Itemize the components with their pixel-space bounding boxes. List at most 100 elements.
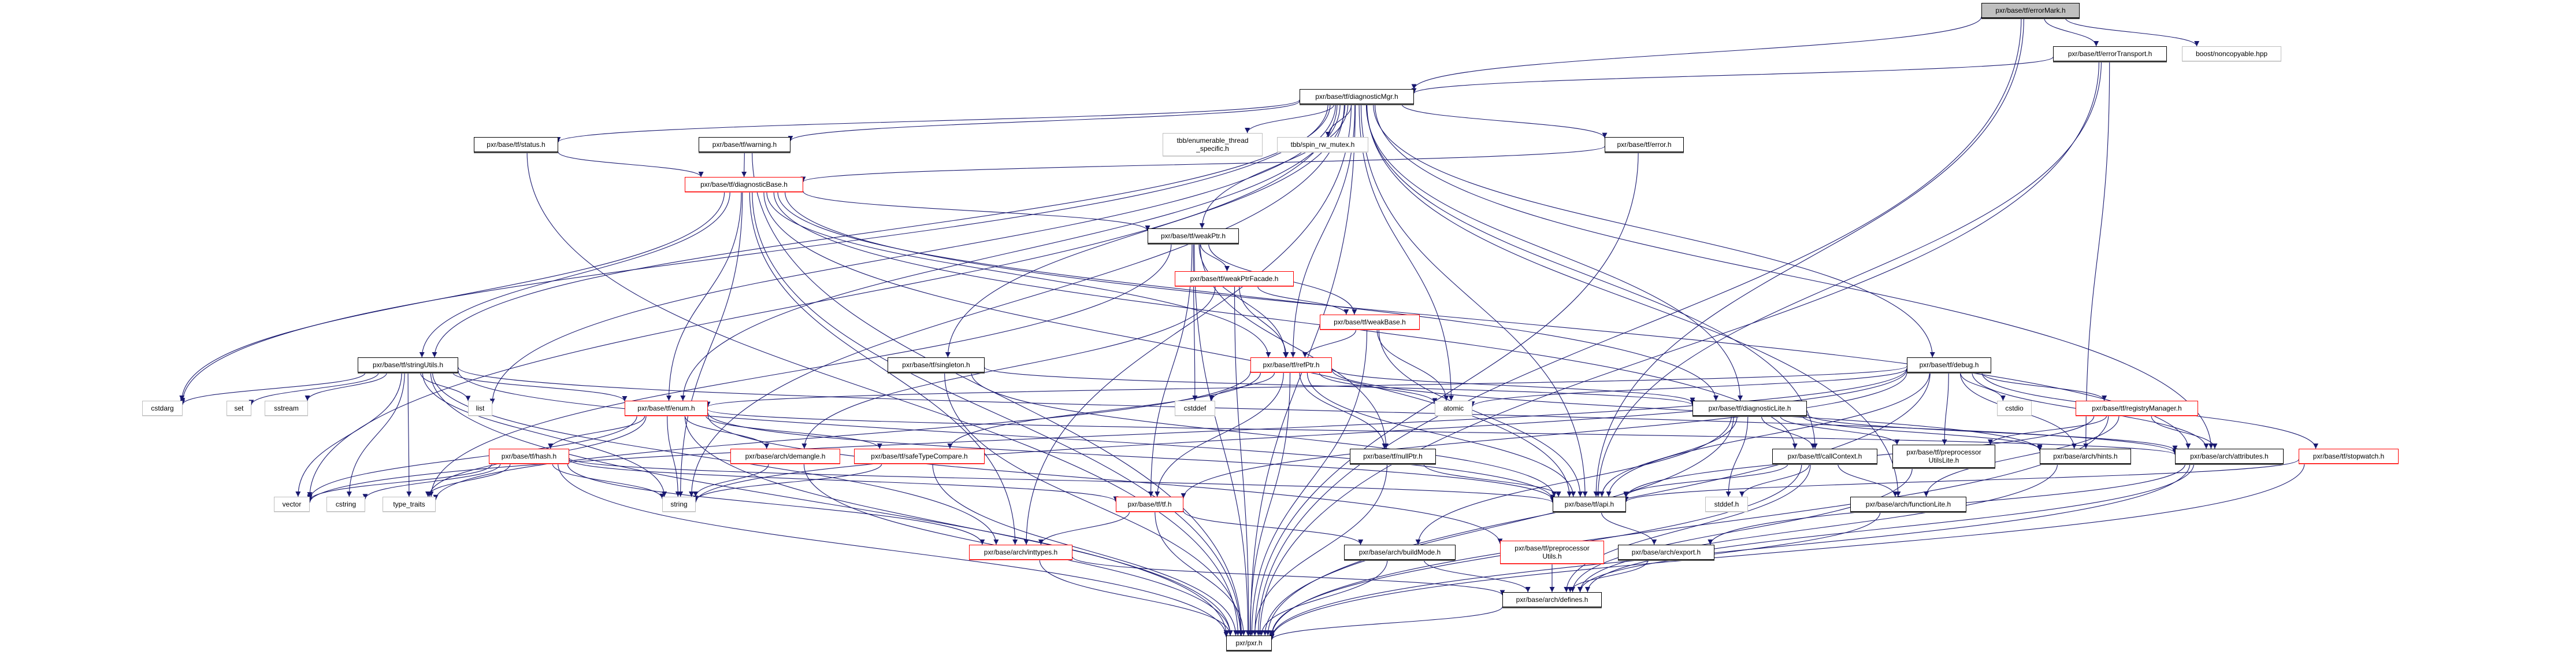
node-ref-ptr[interactable]: pxr/base/tf/refPtr.h <box>1250 357 1332 372</box>
node-demangle[interactable]: pxr/base/arch/demangle.h <box>730 449 840 464</box>
node-string-utils[interactable]: pxr/base/tf/stringUtils.h <box>358 357 458 372</box>
node-error-mark[interactable]: pxr/base/tf/errorMark.h <box>1981 3 2080 18</box>
node-cstdio: cstdio <box>1997 401 2032 416</box>
edge-weak-ptr-to-cstddef <box>1192 243 1198 401</box>
node-inttypes[interactable]: pxr/base/arch/inttypes.h <box>969 545 1072 560</box>
edge-diagnostic-lite-to-stddef <box>1725 415 1749 497</box>
edge-stopwatch-to-api <box>1623 459 2299 502</box>
edge-diagnostic-lite-to-pp-utils-lite <box>1780 415 1900 445</box>
edge-diagnostic-base-to-call-context <box>773 191 1798 449</box>
edge-ref-ptr-to-type-traits <box>433 371 1251 500</box>
node-error[interactable]: pxr/base/tf/error.h <box>1605 137 1684 152</box>
node-singleton[interactable]: pxr/base/tf/singleton.h <box>888 357 985 372</box>
node-weak-ptr-facade[interactable]: pxr/base/tf/weakPtrFacade.h <box>1175 271 1294 286</box>
node-pp-utils-lite[interactable]: pxr/base/tf/preprocessor UtilsLite.h <box>1892 445 1995 468</box>
node-error-transport[interactable]: pxr/base/tf/errorTransport.h <box>2053 46 2167 61</box>
edge-diagnostic-mgr-to-weak-ptr <box>1199 104 1349 229</box>
edge-ref-ptr-to-tf <box>1155 372 1284 497</box>
edge-debug-to-api <box>1606 372 1930 497</box>
edge-tf-to-pxr <box>1155 511 1246 636</box>
edge-tf-to-inttypes <box>1038 511 1130 545</box>
edge-string-utils-to-set <box>248 372 379 405</box>
edge-diagnostic-base-to-weak-ptr <box>803 191 1150 231</box>
edge-hash-to-inttypes <box>567 463 985 545</box>
node-diagnostic-mgr[interactable]: pxr/base/tf/diagnosticMgr.h <box>1300 89 1414 104</box>
edge-call-context-to-defines <box>1564 463 1811 593</box>
edge-diagnostic-mgr-to-inttypes <box>1023 104 1352 545</box>
edge-null-ptr-to-pxr <box>1252 463 1388 636</box>
edge-attributes-to-defines <box>1585 463 2195 593</box>
node-registry-manager[interactable]: pxr/base/tf/registryManager.h <box>2076 401 2198 416</box>
node-hash[interactable]: pxr/base/tf/hash.h <box>489 449 569 464</box>
edge-diagnostic-base-to-cstdarg <box>179 191 725 401</box>
node-null-ptr[interactable]: pxr/base/tf/nullPtr.h <box>1350 449 1436 464</box>
edge-diagnostic-mgr-to-error <box>1401 104 1608 138</box>
edge-hash-to-type-traits <box>425 463 511 497</box>
node-function-lite[interactable]: pxr/base/arch/functionLite.h <box>1850 497 1966 512</box>
edge-attributes-to-pxr <box>1269 463 2191 639</box>
edge-hash-to-pxr <box>558 463 1229 637</box>
node-weak-base[interactable]: pxr/base/tf/weakBase.h <box>1320 315 1420 330</box>
edge-error-mark-to-diagnostic-mgr <box>1411 16 1982 90</box>
edge-diagnostic-lite-to-build-mode <box>1415 415 1732 545</box>
edge-registry-manager-to-attributes <box>2151 415 2218 449</box>
node-weak-ptr[interactable]: pxr/base/tf/weakPtr.h <box>1148 228 1239 243</box>
edge-diagnostic-base-to-inttypes <box>749 191 1018 545</box>
edge-diagnostic-mgr-to-tbb-enum <box>1245 104 1335 134</box>
edge-enum-to-pxr <box>684 415 1233 636</box>
node-enum[interactable]: pxr/base/tf/enum.h <box>625 401 708 416</box>
node-list: list <box>468 401 492 416</box>
edge-enum-to-attributes <box>707 409 2177 455</box>
edge-diagnostic-base-to-attributes <box>785 191 2191 449</box>
node-pxr[interactable]: pxr/pxr.h <box>1226 635 1272 651</box>
edge-error-transport-to-diagnostic-mgr <box>1411 57 2054 94</box>
node-diagnostic-base[interactable]: pxr/base/tf/diagnosticBase.h <box>685 177 803 192</box>
edge-api-to-export <box>1601 511 1657 545</box>
edge-weak-ptr-to-weak-ptr-facade <box>1200 243 1230 272</box>
node-debug[interactable]: pxr/base/tf/debug.h <box>1907 357 1991 372</box>
edge-diagnostic-base-to-string-utils <box>419 191 730 358</box>
node-defines[interactable]: pxr/base/arch/defines.h <box>1502 592 1602 607</box>
edge-warning-to-pxr <box>752 152 1244 636</box>
node-api[interactable]: pxr/base/tf/api.h <box>1553 497 1626 512</box>
edge-hash-to-tf <box>569 459 1119 502</box>
edge-ref-ptr-to-diagnostic-lite <box>1331 368 1695 404</box>
node-attributes[interactable]: pxr/base/arch/attributes.h <box>2175 449 2284 464</box>
edge-debug-to-cstdio <box>1960 372 2006 401</box>
edge-debug-to-registry-manager <box>1981 372 2107 401</box>
edge-string-utils-to-list <box>420 372 471 401</box>
node-export[interactable]: pxr/base/arch/export.h <box>1618 545 1714 560</box>
edge-string-utils-to-type-traits <box>406 372 412 497</box>
edge-diagnostic-mgr-to-cstdarg <box>180 104 1328 403</box>
edge-string-utils-to-cstdarg <box>180 372 366 405</box>
node-pp-utils[interactable]: pxr/base/tf/preprocessor Utils.h <box>1500 541 1604 564</box>
edge-weak-ptr-to-type-traits <box>428 243 1172 497</box>
node-diagnostic-lite[interactable]: pxr/base/tf/diagnosticLite.h <box>1692 401 1807 416</box>
edge-weak-base-to-ref-ptr <box>1302 329 1357 358</box>
edge-diagnostic-base-to-diagnostic-lite <box>777 191 1718 401</box>
node-stopwatch[interactable]: pxr/base/tf/stopwatch.h <box>2299 449 2399 464</box>
edge-diagnostic-lite-to-call-context <box>1761 415 1816 449</box>
node-status[interactable]: pxr/base/tf/status.h <box>474 137 558 152</box>
edge-diagnostic-lite-to-hints <box>1802 415 2043 450</box>
edge-demangle-to-string <box>693 463 769 497</box>
node-safe-type-compare[interactable]: pxr/base/tf/safeTypeCompare.h <box>854 449 985 464</box>
edge-diagnostic-mgr-to-string <box>689 104 1345 497</box>
edge-hash-to-cstring <box>362 463 501 500</box>
edge-warning-to-diagnostic-base <box>741 152 747 178</box>
node-cstring: cstring <box>326 497 365 512</box>
node-stddef: stddef.h <box>1705 497 1748 512</box>
node-call-context[interactable]: pxr/base/tf/callContext.h <box>1772 449 1877 464</box>
node-cstddef: cstddef <box>1175 401 1215 416</box>
edge-tf-to-build-mode <box>1183 511 1364 545</box>
node-warning[interactable]: pxr/base/tf/warning.h <box>699 137 790 152</box>
node-type-traits: type_traits <box>383 497 436 512</box>
edge-weak-ptr-facade-to-ref-ptr <box>1239 286 1289 358</box>
node-hints[interactable]: pxr/base/arch/hints.h <box>2040 449 2131 464</box>
node-tf[interactable]: pxr/base/tf/tf.h <box>1116 497 1183 512</box>
node-noncopyable: boost/noncopyable.hpp <box>2182 46 2281 61</box>
node-build-mode[interactable]: pxr/base/arch/buildMode.h <box>1344 545 1456 560</box>
edge-build-mode-to-pxr <box>1259 559 1388 636</box>
